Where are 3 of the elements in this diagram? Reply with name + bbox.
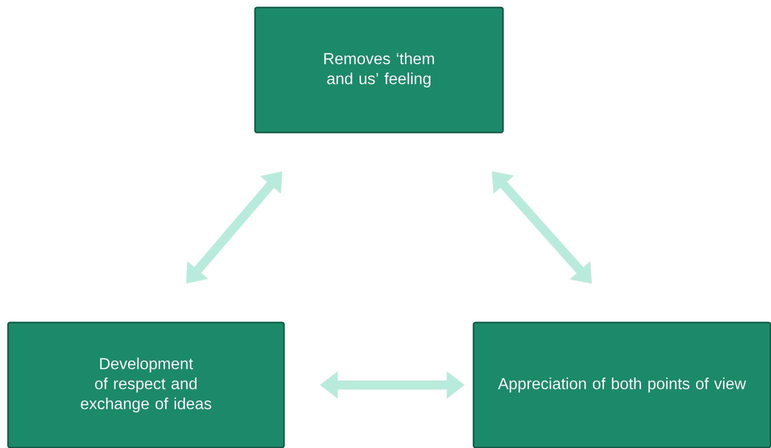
process-box: Appreciation of both points of view xyxy=(472,322,771,448)
process-box: Removes ‘them and us’ feeling xyxy=(254,6,504,134)
process-box: Development of respect and exchange of ideas xyxy=(7,322,285,448)
